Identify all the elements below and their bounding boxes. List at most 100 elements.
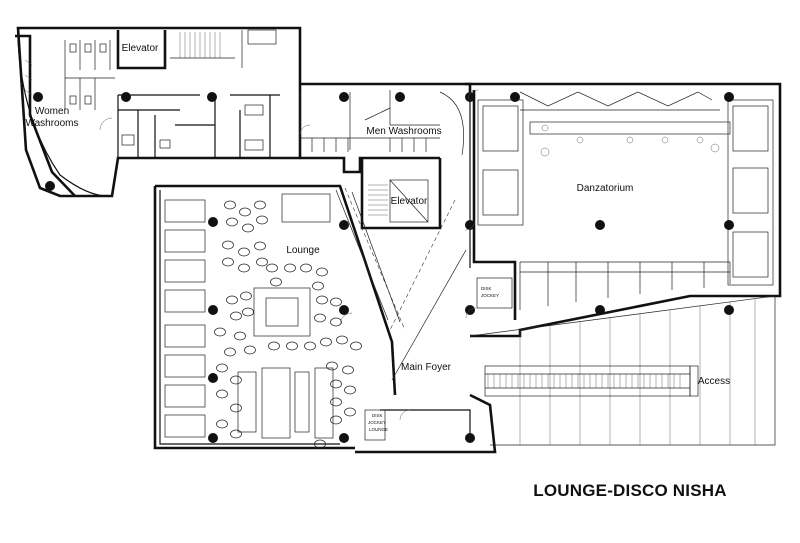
lounge-chair: [240, 291, 252, 301]
room-label-women: Women: [35, 106, 69, 117]
lounge-chair: [230, 429, 242, 439]
lounge-chair: [268, 341, 280, 351]
lounge-chair: [256, 215, 268, 225]
lounge-chair: [304, 341, 316, 351]
lounge-chair: [330, 317, 342, 327]
lounge-chair: [238, 263, 250, 273]
lounge-chair: [314, 439, 326, 449]
disk-jockey-label-line1: DISK: [481, 286, 492, 291]
lounge-chair: [316, 267, 328, 277]
structural-column: [45, 181, 55, 191]
lounge-chair: [214, 327, 226, 337]
lounge-chair: [224, 200, 236, 210]
lounge-chair: [330, 379, 342, 389]
structural-column: [208, 433, 218, 443]
room-label-elevator-top: Elevator: [122, 43, 159, 54]
lounge-chairs: [214, 200, 362, 449]
lounge-chair: [216, 363, 228, 373]
danzatorium-interior: [477, 91, 774, 310]
structural-column: [33, 92, 43, 102]
structural-column: [121, 92, 131, 102]
structural-column: [510, 92, 520, 102]
lounge-chair: [344, 385, 356, 395]
lounge-chair: [254, 200, 266, 210]
structural-column: [724, 220, 734, 230]
lounge-chair: [224, 347, 236, 357]
lounge-chair: [230, 403, 242, 413]
structural-column: [395, 92, 405, 102]
room-label-elevator-center: Elevator: [391, 196, 428, 207]
structural-column: [465, 220, 475, 230]
lounge-chair: [222, 240, 234, 250]
lounge-chair: [336, 335, 348, 345]
lounge-chair: [342, 365, 354, 375]
lounge-chair: [266, 263, 278, 273]
structural-column: [339, 305, 349, 315]
dj-lounge-label-line2: JOCKEY: [368, 420, 386, 425]
lounge-chair: [284, 263, 296, 273]
lounge-chair: [312, 281, 324, 291]
lounge-chair: [216, 389, 228, 399]
lounge-chair: [238, 247, 250, 257]
structural-column: [339, 220, 349, 230]
lounge-chair: [344, 407, 356, 417]
structural-column: [339, 433, 349, 443]
structural-column: [595, 220, 605, 230]
structural-column: [465, 433, 475, 443]
lounge-chair: [216, 419, 228, 429]
central-core: [335, 158, 467, 381]
room-label-men-washrooms: Men Washrooms: [366, 126, 441, 137]
lounge-chair: [222, 257, 234, 267]
structural-column: [208, 373, 218, 383]
lounge-chair: [230, 311, 242, 321]
lounge-chair: [320, 337, 332, 347]
structural-column: [339, 92, 349, 102]
exterior-walls: [15, 26, 782, 454]
disk-jockey-booth: [476, 277, 513, 309]
door-swings: [99, 89, 479, 421]
lounge-chair: [270, 277, 282, 287]
lounge-chair: [326, 361, 338, 371]
lounge-chair: [300, 263, 312, 273]
lounge-chair: [316, 295, 328, 305]
deck-lines: [519, 299, 756, 445]
lounge-chair: [330, 397, 342, 407]
lounge-chair: [256, 257, 268, 267]
structural-columns: [33, 92, 734, 443]
disk-jockey-label-line2: JOCKEY: [481, 293, 499, 298]
room-label-main-foyer: Main Foyer: [401, 362, 452, 373]
lounge-chair: [242, 307, 254, 317]
dj-lounge-label-line1: DISK: [372, 413, 383, 418]
lounge-chair: [254, 241, 266, 251]
structural-column: [208, 305, 218, 315]
lounge-furniture: [164, 193, 386, 441]
lounge-chair: [314, 313, 326, 323]
plan-title: LOUNGE-DISCO NISHA: [533, 481, 726, 500]
room-label-danzatorium: Danzatorium: [577, 183, 634, 194]
lounge-chair: [330, 415, 342, 425]
washroom-interiors: [24, 29, 465, 158]
lounge-chair: [234, 331, 246, 341]
lounge-chair: [286, 341, 298, 351]
room-label-lounge: Lounge: [286, 245, 320, 256]
lounge-chair: [230, 375, 242, 385]
lounge-chair: [226, 217, 238, 227]
structural-column: [724, 92, 734, 102]
structural-column: [208, 217, 218, 227]
room-label-access: Access: [698, 376, 730, 387]
structural-column: [207, 92, 217, 102]
access-stairs: [484, 365, 699, 397]
dj-lounge-label-line3: LOUNGE: [369, 427, 388, 432]
structural-column: [724, 305, 734, 315]
lounge-chair: [330, 297, 342, 307]
lounge-chair: [244, 345, 256, 355]
structural-column: [595, 305, 605, 315]
lounge-chair: [226, 295, 238, 305]
structural-column: [465, 92, 475, 102]
room-label-washrooms: Washrooms: [26, 118, 79, 129]
lounge-chair: [350, 341, 362, 351]
lounge-chair: [239, 207, 251, 217]
lounge-chair: [242, 223, 254, 233]
